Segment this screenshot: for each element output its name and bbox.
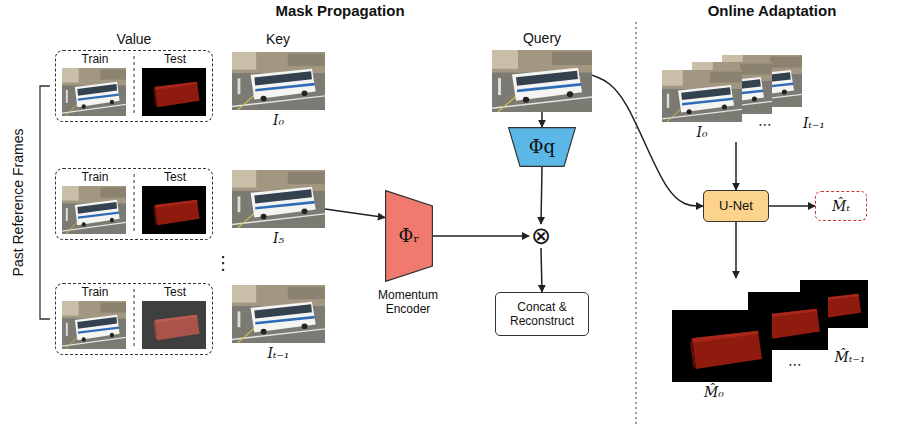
node-label: Train	[63, 170, 127, 185]
concat-reconstruct-box: Concat & Reconstruct	[495, 292, 589, 336]
key-photo	[232, 170, 325, 228]
test-mask	[142, 301, 206, 349]
mask-stack: M̂₀ ⋯ M̂ₜ₋₁	[668, 278, 874, 406]
section-title: Online Adaptation	[687, 2, 857, 20]
train-frame	[62, 68, 126, 116]
node-label: Train	[63, 52, 127, 67]
key-photo	[232, 52, 325, 110]
node-label: ⊗	[531, 224, 551, 248]
node-label: Test	[143, 170, 207, 185]
value-pair-box: Train Test	[55, 168, 213, 240]
stack-photo	[662, 70, 742, 122]
pair-separator	[134, 56, 135, 116]
flow-arrow	[541, 167, 542, 224]
node-label: Iₜ₋₁	[795, 114, 833, 132]
node-label: ⋯	[782, 356, 808, 372]
flow-arrow	[433, 235, 529, 237]
node-label: Concat & Reconstruct	[496, 300, 588, 328]
column-header: Value	[94, 31, 174, 48]
node-label: ⋯	[753, 116, 777, 132]
unet-box: U-Net	[703, 190, 769, 222]
node-label: M̂ₜ	[832, 197, 850, 215]
node-label: Test	[143, 52, 207, 67]
flow-arrow	[541, 112, 543, 127]
node-label: M̂ₜ₋₁	[828, 348, 872, 366]
test-mask	[142, 68, 206, 116]
column-header: Key	[238, 31, 318, 48]
trapezoid-shape	[509, 128, 576, 167]
bracket	[40, 86, 50, 319]
node-label: Φᵣ	[398, 225, 419, 247]
flow-arrow	[325, 209, 385, 218]
section-divider	[635, 22, 636, 425]
query-encoder: Φq	[508, 127, 576, 167]
key-frame: I₀	[232, 52, 325, 130]
flow-arrow	[735, 222, 737, 278]
value-pair-box: Train Test	[55, 283, 213, 355]
node-label: Query	[492, 30, 592, 47]
query-photo	[492, 50, 592, 112]
ellipsis-mark: ⋮	[214, 250, 230, 276]
node-label: I₀	[685, 123, 719, 141]
frame-stack: I₀ ⋯ Iₜ₋₁	[655, 52, 835, 142]
momentum-encoder: Φᵣ	[385, 190, 433, 282]
flow-arrow	[769, 205, 815, 207]
key-photo	[232, 285, 325, 343]
pair-separator	[134, 174, 135, 234]
node-label: Iₜ₋₁	[232, 344, 325, 362]
node-label: Φq	[529, 136, 555, 158]
stack-mask	[672, 310, 772, 382]
pair-separator	[134, 289, 135, 349]
prediction-box: M̂ₜ	[815, 191, 867, 221]
encoder-caption: Momentum Encoder	[368, 288, 448, 316]
node-label: Test	[143, 285, 207, 300]
train-frame	[62, 301, 126, 349]
node-label: Train	[63, 285, 127, 300]
query-frame: Query	[492, 30, 592, 112]
trapezoid-shape	[386, 191, 433, 282]
flow-arrow	[592, 75, 703, 206]
section-title: Mask Propagation	[240, 2, 440, 20]
side-label: Past Reference Frames	[10, 123, 27, 283]
key-frame: Iₜ₋₁	[232, 285, 325, 363]
flow-arrow	[541, 248, 542, 292]
node-label: I₅	[232, 229, 325, 247]
test-mask	[142, 186, 206, 234]
node-label: I₀	[232, 111, 325, 129]
key-frame: I₅	[232, 170, 325, 248]
value-pair-box: Train Test	[55, 50, 213, 122]
train-frame	[62, 186, 126, 234]
node-label: U-Net	[719, 198, 753, 214]
node-label: M̂₀	[690, 383, 738, 401]
flow-arrow	[735, 142, 737, 190]
multiply-operator: ⊗	[529, 224, 553, 248]
